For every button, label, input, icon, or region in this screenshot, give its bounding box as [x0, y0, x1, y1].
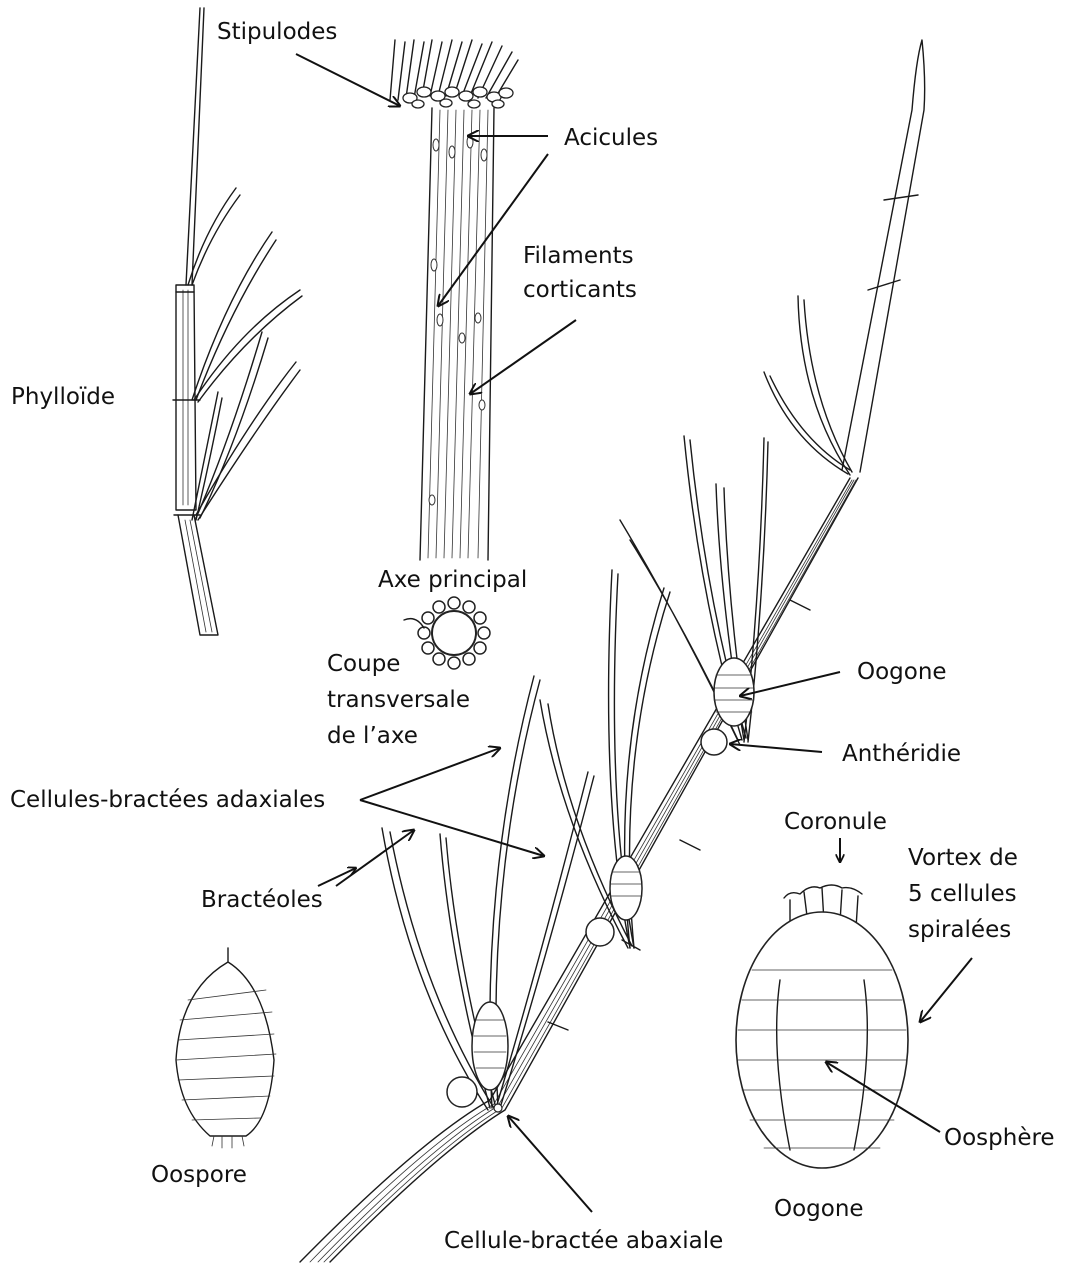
bracteoles-pointer-2 [318, 868, 356, 886]
label-oogone-top: Oogone [857, 656, 947, 688]
label-coronule: Coronule [784, 806, 887, 838]
label-axe-principal: Axe principal [378, 564, 527, 596]
adaxiales-pointer-1 [360, 748, 500, 800]
filaments-pointer [470, 320, 576, 394]
adaxiales-pointer-2 [360, 800, 544, 856]
label-oosphere: Oosphère [944, 1122, 1055, 1154]
label-transversale: transversale [327, 684, 470, 716]
label-vortex-2: 5 cellules [908, 878, 1017, 910]
label-oogone-bottom: Oogone [774, 1193, 864, 1225]
oospore-drawing [176, 948, 276, 1148]
stipulodes-pointer [296, 54, 400, 106]
axe-principal-drawing [390, 40, 518, 560]
label-vortex-3: spiralées [908, 914, 1011, 946]
antheridie-pointer [730, 744, 822, 752]
label-corticants: corticants [523, 274, 637, 306]
label-cellule-abaxiale: Cellule-bractée abaxiale [444, 1225, 723, 1257]
coupe-transversale-drawing [404, 597, 490, 669]
label-oospore: Oospore [151, 1159, 247, 1191]
label-phylloide: Phylloïde [11, 381, 115, 413]
label-vortex-1: Vortex de [908, 842, 1018, 874]
label-coupe: Coupe [327, 648, 400, 680]
label-de-laxe: de l’axe [327, 720, 418, 752]
label-cellules-adaxiales: Cellules-bractées adaxiales [10, 784, 325, 816]
label-acicules: Acicules [564, 122, 658, 154]
vortex-pointer [920, 958, 972, 1022]
oogone-detail-drawing [736, 885, 908, 1168]
label-antheridie: Anthéridie [842, 738, 961, 770]
phylloide-drawing [173, 8, 302, 635]
label-bracteoles: Bractéoles [201, 884, 323, 916]
label-filaments: Filaments [523, 240, 634, 272]
label-stipulodes: Stipulodes [217, 16, 337, 48]
bracteoles-pointer-1 [336, 830, 414, 886]
abaxiale-pointer [508, 1116, 592, 1212]
